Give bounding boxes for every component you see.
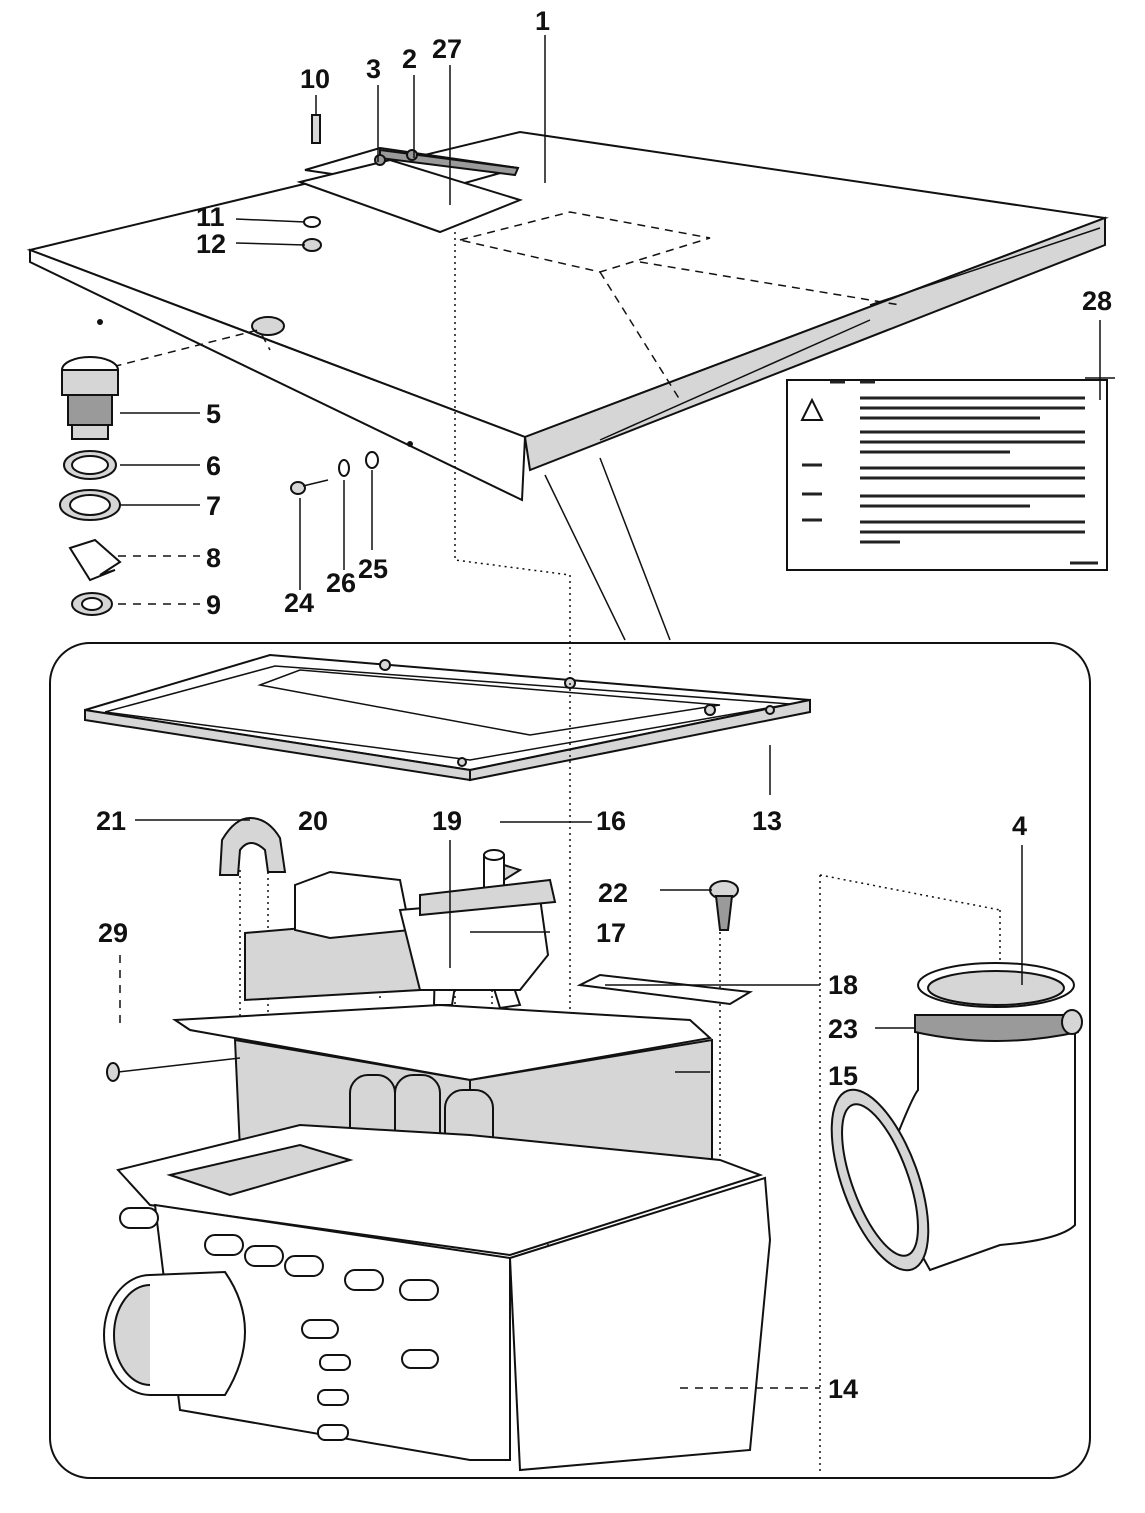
callout-19: 19	[432, 806, 462, 836]
warning-label	[786, 320, 1115, 571]
callout-6: 6	[206, 451, 221, 481]
callout-4: 4	[1012, 811, 1027, 841]
callout-20: 20	[298, 806, 328, 836]
callout-22: 22	[598, 878, 628, 908]
screw-29	[106, 1057, 241, 1082]
callout-27: 27	[432, 34, 462, 64]
callout-13: 13	[752, 806, 782, 836]
callout-1: 1	[535, 6, 550, 36]
gasket-frame	[84, 653, 811, 782]
callout-24: 24	[284, 588, 314, 618]
callout-28: 28	[1082, 286, 1112, 316]
callout-9: 9	[206, 590, 221, 620]
callout-labels: 1 2 3 27 10 11 12 28 5 6 7 8 9 24 26 25 …	[96, 6, 1112, 1404]
callout-15: 15	[828, 1061, 858, 1091]
elbow-pipe	[830, 962, 1083, 1272]
callout-14: 14	[828, 1374, 858, 1404]
callout-23: 23	[828, 1014, 858, 1044]
callout-12: 12	[196, 229, 226, 259]
callout-2: 2	[402, 44, 417, 74]
callout-7: 7	[206, 491, 221, 521]
callout-16: 16	[596, 806, 626, 836]
top-panel	[26, 114, 1109, 502]
callout-8: 8	[206, 543, 221, 573]
leader-lines	[118, 35, 1023, 1389]
callout-26: 26	[326, 568, 356, 598]
callout-3: 3	[366, 54, 381, 84]
cap-assembly	[59, 356, 122, 616]
inner-components	[218, 816, 754, 1010]
callout-25: 25	[358, 554, 388, 584]
callout-5: 5	[206, 399, 221, 429]
callout-17: 17	[596, 918, 626, 948]
callout-18: 18	[828, 970, 858, 1000]
callout-29: 29	[98, 918, 128, 948]
callout-10: 10	[300, 64, 330, 94]
callout-11: 11	[196, 202, 225, 232]
outer-tank	[103, 1123, 772, 1472]
fastener-set	[290, 451, 379, 590]
callout-21: 21	[96, 806, 126, 836]
